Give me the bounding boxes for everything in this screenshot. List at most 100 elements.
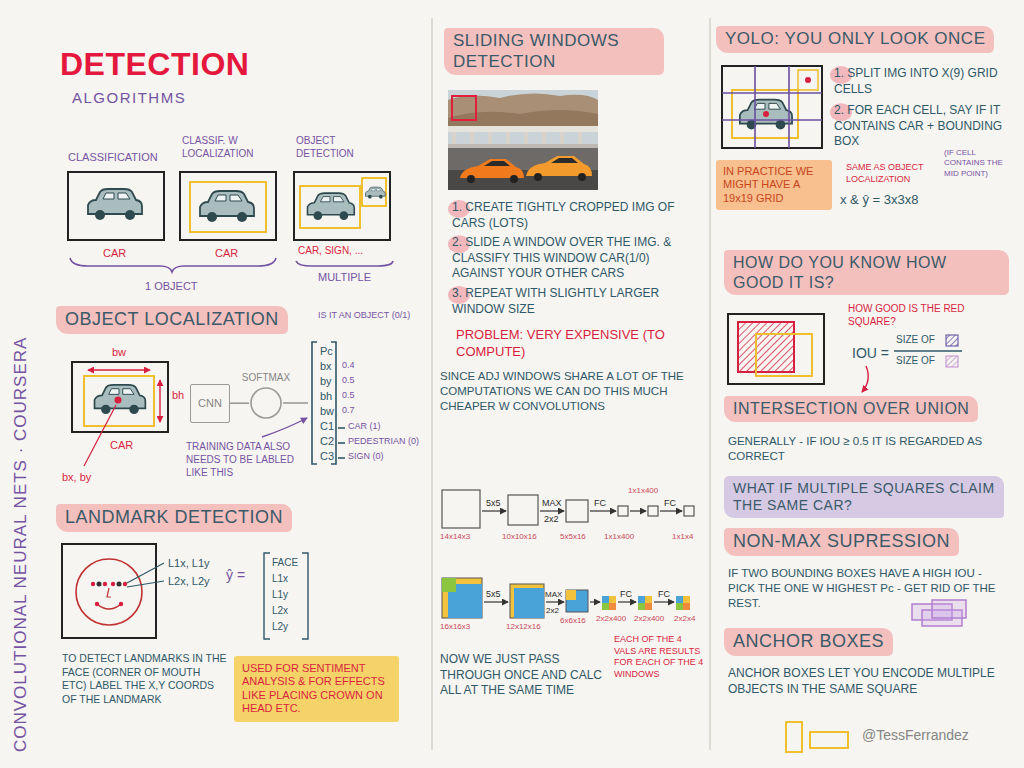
- cnn-box: CNN: [190, 384, 230, 423]
- node-text: SLIDING WINDOWS DETECTION: [453, 31, 655, 72]
- iou-figure: [862, 366, 868, 392]
- yolo-grid-figure: [722, 66, 822, 148]
- convnet-diagram: [630, 510, 646, 511]
- output-wire: [283, 402, 308, 404]
- face-figure: [107, 588, 111, 597]
- convnet-diagram: [645, 596, 652, 603]
- output-vector-bracket: [312, 342, 317, 464]
- vector-entry: bw: [320, 404, 334, 418]
- convnet-diagram: [618, 506, 628, 516]
- node-text: CNN: [198, 397, 222, 410]
- localization-figure: [72, 362, 168, 466]
- note-text: GENERALLY - IF IOU ≥ 0.5 IT IS REGARDED …: [728, 434, 1008, 464]
- face-figure: [91, 582, 95, 586]
- arrow-label: 2x2: [546, 606, 559, 616]
- arrow-label: 2x2: [544, 514, 559, 526]
- yolo-grid-figure: [722, 92, 822, 94]
- convnet-diagram: [602, 603, 609, 610]
- convnet-diagram: [566, 590, 576, 600]
- formula-text: IOU =: [852, 344, 889, 362]
- face-figure: [62, 544, 156, 638]
- vector-entry: L2x: [272, 604, 288, 617]
- object-label: CAR: [110, 438, 133, 452]
- node-text: NON-MAX SUPRESSION: [733, 531, 950, 553]
- dimension-label: 12x12x16: [506, 622, 541, 632]
- class-label: SIGN (0): [348, 451, 384, 463]
- face-figure: [97, 604, 121, 609]
- convnet-diagram: [638, 603, 645, 610]
- classification-figure: [365, 187, 385, 198]
- arrow-label: FC: [658, 589, 670, 601]
- yolo-grid-figure: [754, 66, 756, 148]
- vector-entry: C1: [320, 419, 334, 433]
- iou-figure: [894, 350, 962, 351]
- dimension-label: 16x16x3: [440, 622, 470, 632]
- classification-figure: [68, 172, 390, 240]
- vector-entry: L2y: [272, 620, 288, 633]
- arrow-label: MAX: [545, 590, 562, 600]
- yolo-grid-figure: [763, 111, 769, 117]
- dimension-label: 5x5x16: [560, 532, 586, 542]
- convnet-diagram: [676, 603, 683, 610]
- landmark-label: L2x, L2y: [168, 574, 210, 588]
- car-photo: [534, 173, 542, 181]
- output-vector-bracket: [312, 342, 345, 464]
- car-photo: [506, 132, 510, 146]
- classification-figure: [300, 186, 360, 228]
- convnet-diagram: [590, 510, 616, 511]
- overlapping-boxes: [912, 600, 966, 626]
- vector-entry: C3: [320, 449, 334, 463]
- face-figure: [97, 582, 102, 587]
- convnet-diagram: [442, 578, 482, 618]
- section-banner: HOW DO YOU KNOW HOW GOOD IT IS?: [724, 250, 1009, 295]
- yolo-grid-figure: [740, 100, 792, 130]
- face-figure: [103, 582, 107, 586]
- yolo-grid-figure: [788, 66, 790, 148]
- section-banner: NON-MAX SUPRESSION: [724, 528, 959, 556]
- convnet-diagram: [510, 584, 544, 618]
- softmax-circle: [249, 386, 283, 420]
- note-text: SINCE ADJ WINDOWS SHARE A LOT OF THE COM…: [440, 369, 705, 414]
- convnet-diagram: [590, 601, 600, 602]
- note-text: SAME AS OBJECT LOCALIZATION: [846, 162, 942, 185]
- convnet-diagram: [609, 596, 616, 603]
- column-divider: [709, 18, 711, 750]
- formula-text: SIZE OF: [896, 354, 935, 367]
- iou-figure: [946, 356, 958, 367]
- yolo-grid-figure: [722, 66, 822, 148]
- localization-figure: [159, 380, 160, 422]
- arrow-label: 5x5: [486, 498, 501, 510]
- car-photo: [551, 158, 578, 163]
- note-text: TO DETECT LANDMARKS IN THE FACE (CORNER …: [62, 652, 227, 707]
- anchor-box-shapes: [786, 722, 848, 752]
- leader-arrow: [262, 418, 307, 437]
- car-photo: [448, 90, 598, 190]
- output-vector-bracket: [338, 427, 345, 429]
- convnet-diagram: [442, 578, 690, 618]
- section-banner: INTERSECTION OVER UNION: [724, 396, 978, 422]
- section-label: OBJECT DETECTION: [296, 134, 391, 160]
- convnet-diagram: [683, 596, 690, 603]
- step-text: 1. SPLIT IMG INTO X(9) GRID CELLS: [834, 66, 1014, 97]
- yolo-grid-figure: [732, 90, 798, 138]
- classification-figure: [88, 189, 142, 220]
- convnet-diagram: [618, 601, 636, 602]
- classification-figure: [294, 172, 390, 240]
- object-label: CAR, SIGN, ...: [298, 244, 363, 257]
- overlapping-boxes: [932, 600, 966, 618]
- car-photo: [578, 173, 586, 181]
- node-text: LANDMARK DETECTION: [65, 507, 283, 529]
- dimension-label: 1x1x400: [604, 532, 634, 542]
- node-text: IN PRACTICE WE MIGHT HAVE A 19x19 GRID: [723, 165, 825, 205]
- node-text: WHAT IF MULTIPLE SQUARES CLAIM THE SAME …: [733, 480, 995, 514]
- dimension-label: 1x1x400: [628, 486, 658, 496]
- arrow-label: 5x5: [486, 589, 501, 601]
- grouping-brace: [296, 261, 393, 266]
- step-text: 3. REPEAT WITH SLIGHTLY LARGER WINDOW SI…: [452, 286, 702, 317]
- class-label: CAR (1): [348, 421, 381, 433]
- node-text: SOFTMAX: [236, 372, 296, 384]
- yolo-grid-figure: [798, 70, 818, 90]
- convnet-diagram: [683, 603, 690, 610]
- formula-text: SIZE OF: [896, 333, 935, 346]
- column-divider: [431, 18, 433, 750]
